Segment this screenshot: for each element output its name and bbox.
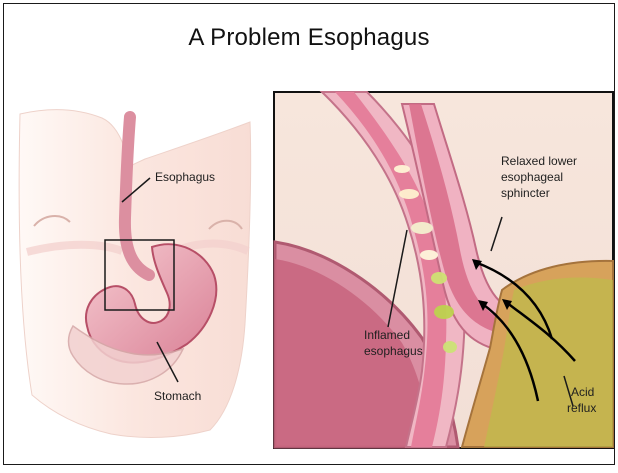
relaxed-sphincter-label-line-3: sphincter — [501, 186, 550, 200]
left-panel: Esophagus Stomach — [19, 110, 251, 438]
right-panel: Relaxed lower esophageal sphincter Infla… — [274, 92, 613, 448]
figure-frame: A Problem Esophagus — [3, 3, 615, 465]
stomach-label: Stomach — [154, 389, 201, 403]
esophagus-label: Esophagus — [155, 170, 215, 184]
inflamed-label-line-1: Inflamed — [364, 328, 410, 342]
acid-label-line-2: reflux — [567, 401, 596, 415]
relaxed-sphincter-label-line-2: esophageal — [501, 170, 563, 184]
torso-shape — [19, 110, 251, 438]
acid-label-line-1: Acid — [571, 385, 594, 399]
relaxed-sphincter-label-line-1: Relaxed lower — [501, 154, 577, 168]
esophagus-illustration: Esophagus Stomach — [4, 4, 616, 466]
inflamed-label-line-2: esophagus — [364, 344, 423, 358]
